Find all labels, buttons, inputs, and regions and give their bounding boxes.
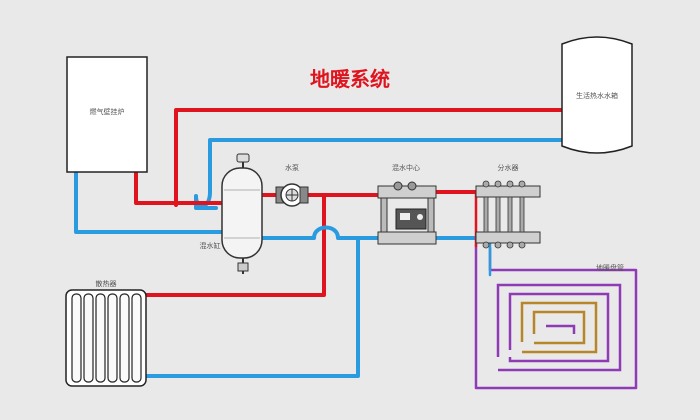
hot-pipe-to-tank [174, 108, 564, 207]
manifold-label: 分水器 [498, 163, 519, 172]
hot-water-tank: 生活热水水箱 [561, 36, 633, 154]
pump-label: 水泵 [285, 163, 299, 172]
mixing-center-label: 混水中心 [392, 163, 420, 172]
hot-pipe-boiler-to-mixing-tank [134, 168, 224, 205]
floor-coil-label: 地暖盘管 [596, 263, 624, 272]
diagram-title: 地暖系统 [310, 67, 390, 91]
cold-pipe-mixing-tank-to-boiler [74, 168, 224, 234]
gas-boiler: 燃气壁挂炉 [66, 56, 148, 173]
cold-pipe-to-mixing-tank [260, 225, 386, 240]
mixing-center: 混水中心 [377, 163, 437, 245]
floor-heating-coil [496, 283, 622, 372]
mixing-tank: 混水缸 [200, 153, 263, 274]
cold-pipe-from-tank [194, 138, 564, 210]
manifold: 分水器 [475, 163, 541, 249]
mixing-tank-label: 混水缸 [200, 241, 221, 250]
cold-pipe-radiator-return [144, 236, 360, 378]
radiator: 散热器 [65, 279, 147, 387]
tank-label: 生活热水水箱 [576, 91, 618, 100]
boiler-label: 燃气壁挂炉 [90, 107, 125, 116]
radiator-label: 散热器 [96, 279, 117, 288]
water-pump: 水泵 [275, 163, 309, 207]
